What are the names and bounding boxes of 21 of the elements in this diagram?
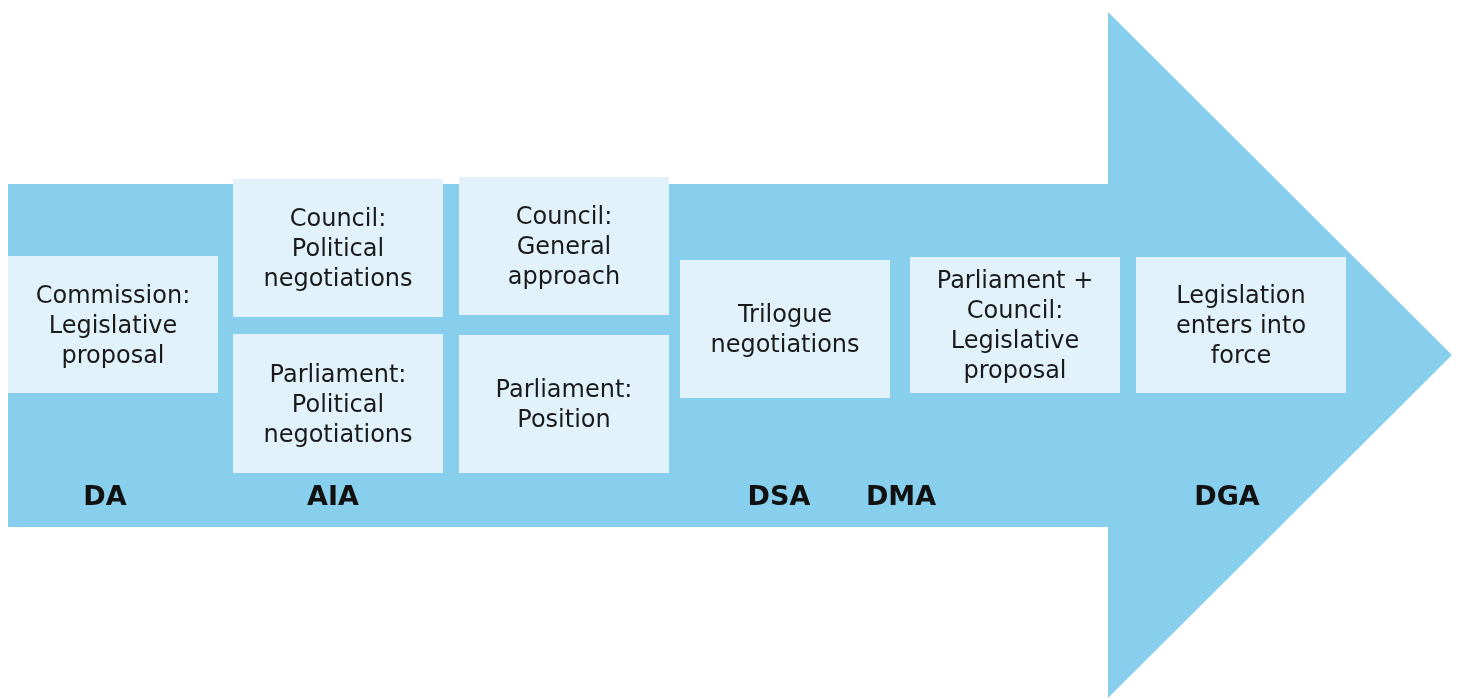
- stage-text: Council: General approach: [507, 202, 621, 290]
- stage-box: [233, 179, 443, 317]
- stage-box: [680, 260, 890, 398]
- abbreviation-label: DA: [83, 480, 127, 511]
- stage-box: [910, 257, 1120, 393]
- abbreviation-label: DGA: [1194, 480, 1260, 511]
- stage-box: [233, 334, 443, 473]
- stage-box: [459, 177, 669, 315]
- stage-text: Council: Political negotiations: [263, 204, 413, 292]
- stage-text: Parliament: Position: [495, 375, 633, 433]
- stage-box: [1136, 257, 1346, 393]
- abbreviation-label: AIA: [307, 480, 359, 511]
- stage-box: [8, 256, 218, 393]
- stage-text: Parliament + Council: Legislative proposal: [936, 266, 1094, 384]
- stage-text: Commission: Legislative proposal: [35, 280, 191, 369]
- stage-box: [459, 335, 669, 473]
- abbreviation-label: DSA: [747, 480, 811, 511]
- stage-text: Parliament: Political negotiations: [263, 359, 413, 448]
- abbreviation-label: DMA: [865, 480, 937, 511]
- stage-text: Trilogue negotiations: [710, 300, 860, 358]
- stage-text: Legislation enters into force: [1175, 281, 1307, 369]
